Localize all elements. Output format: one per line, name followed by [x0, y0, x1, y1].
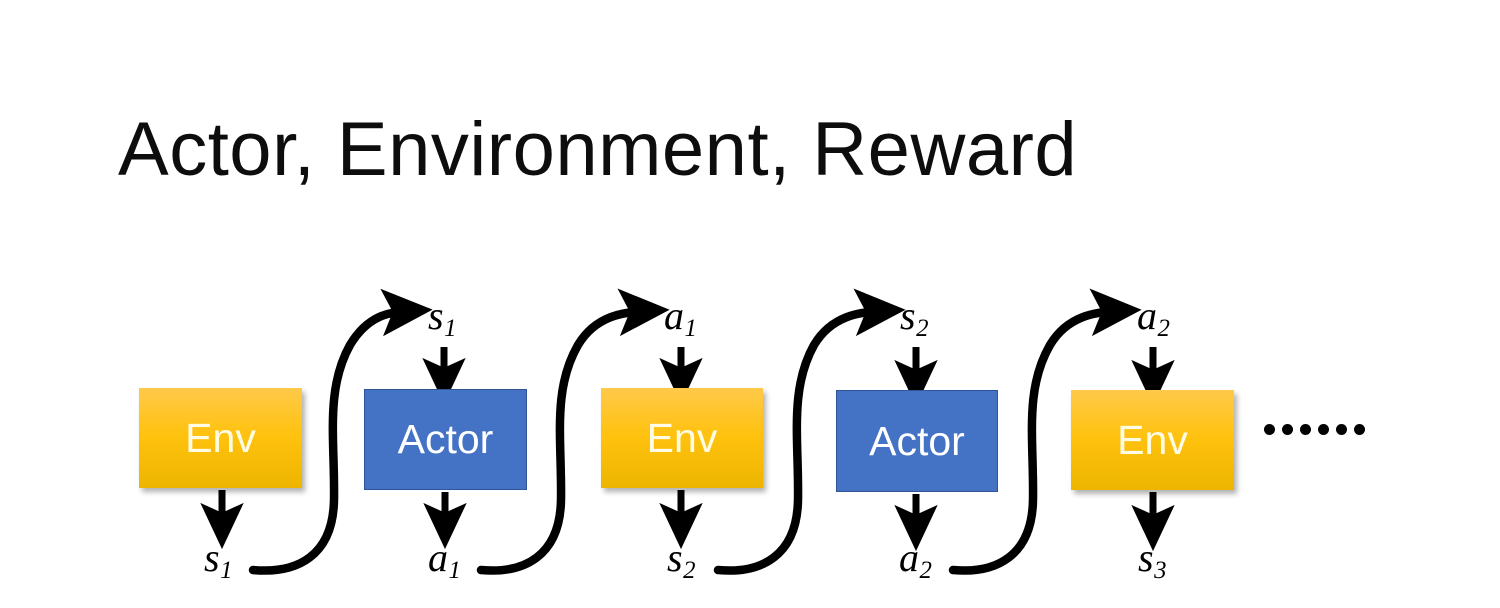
node-label: Actor — [397, 416, 494, 462]
label-base: s — [1138, 535, 1154, 580]
connector-s1-feedback — [248, 288, 433, 575]
label-top-s1: s1 — [428, 293, 456, 342]
label-base: a — [1137, 293, 1157, 338]
node-env-2[interactable]: Env — [601, 388, 763, 488]
label-top-a1: a1 — [664, 293, 697, 342]
label-sub: 3 — [1154, 557, 1167, 585]
label-sub: 2 — [916, 315, 929, 343]
node-actor-1[interactable]: Actor — [364, 389, 527, 490]
node-label: Actor — [869, 417, 965, 464]
ellipsis-icon — [1264, 424, 1365, 435]
label-sub: 1 — [448, 557, 461, 585]
label-sub: 1 — [220, 557, 233, 585]
label-top-s2: s2 — [900, 293, 928, 342]
node-label: Env — [1117, 416, 1188, 463]
label-base: s — [204, 535, 220, 580]
label-sub: 1 — [684, 315, 697, 343]
label-bottom-s3: s3 — [1138, 535, 1166, 584]
label-base: s — [428, 293, 444, 338]
label-sub: 2 — [1157, 315, 1170, 343]
label-base: a — [664, 293, 684, 338]
ellipsis-dot — [1282, 424, 1293, 435]
connector-a2-feedback — [948, 288, 1142, 575]
label-sub: 2 — [683, 557, 696, 585]
label-bottom-s1: s1 — [204, 535, 232, 584]
node-env-1[interactable]: Env — [139, 388, 302, 488]
label-base: s — [667, 535, 683, 580]
node-label: Env — [646, 414, 718, 461]
label-base: a — [899, 535, 919, 580]
ellipsis-dot — [1354, 424, 1365, 435]
ellipsis-dot — [1336, 424, 1347, 435]
label-sub: 1 — [444, 315, 457, 343]
label-bottom-a2: a2 — [899, 535, 932, 584]
node-env-3[interactable]: Env — [1071, 390, 1234, 490]
label-base: a — [428, 535, 448, 580]
node-actor-2[interactable]: Actor — [836, 390, 998, 492]
label-bottom-s2: s2 — [667, 535, 695, 584]
connector-a1-feedback — [476, 288, 670, 575]
ellipsis-dot — [1300, 424, 1311, 435]
connector-s2-feedback — [713, 288, 906, 575]
label-bottom-a1: a1 — [428, 535, 461, 584]
page-title: Actor, Environment, Reward — [118, 107, 1078, 192]
node-label: Env — [185, 414, 256, 461]
label-top-a2: a2 — [1137, 293, 1170, 342]
label-sub: 2 — [919, 557, 932, 585]
ellipsis-dot — [1264, 424, 1275, 435]
ellipsis-dot — [1318, 424, 1329, 435]
label-base: s — [900, 293, 916, 338]
